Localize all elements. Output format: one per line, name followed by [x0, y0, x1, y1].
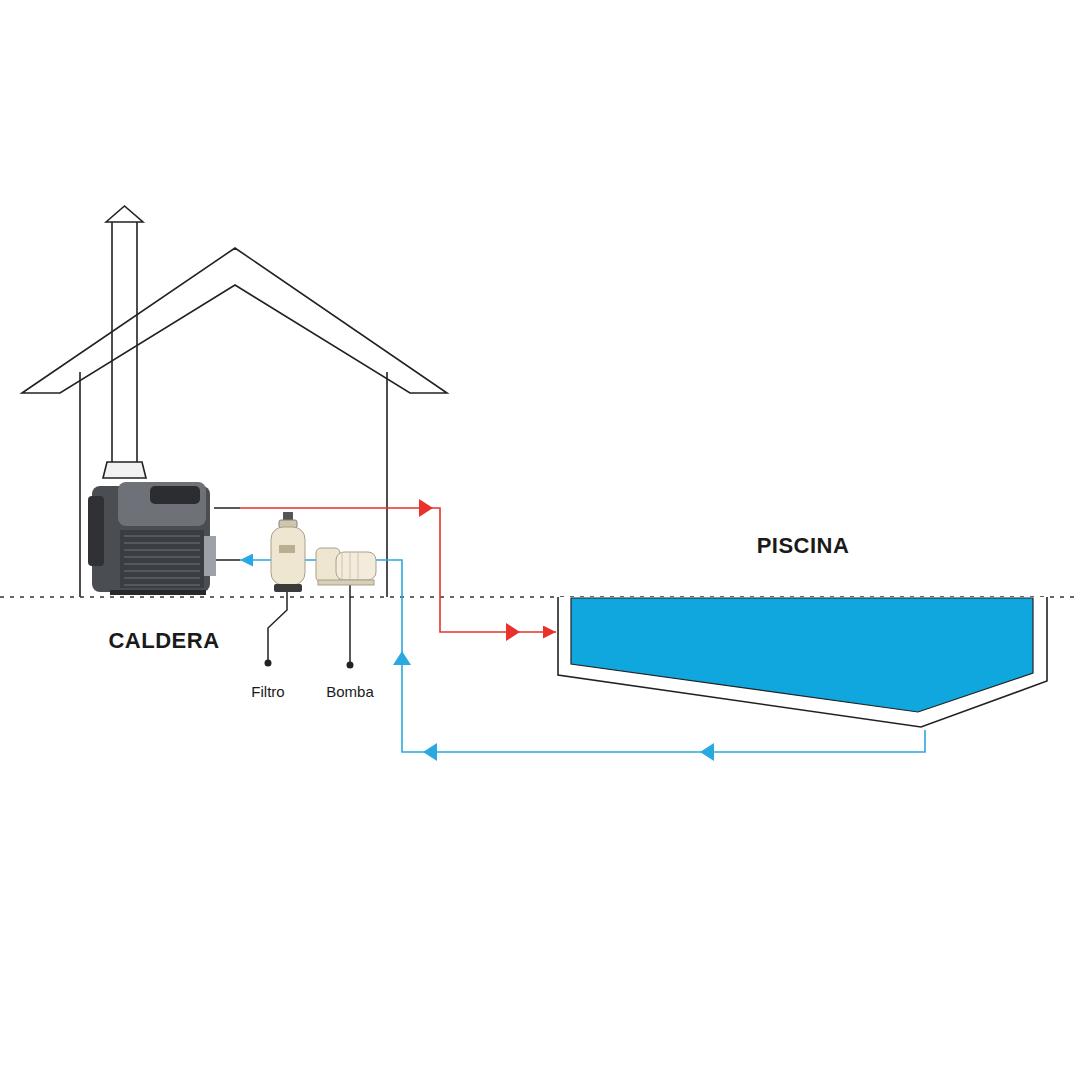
boiler-symbol — [124, 549, 200, 551]
boiler-symbol — [214, 508, 240, 560]
boiler-symbol — [124, 577, 200, 579]
house-outline — [106, 206, 143, 222]
pipe-connector — [240, 508, 556, 632]
house-outline — [22, 206, 447, 597]
flow-arrows — [700, 743, 714, 761]
boiler-symbol — [88, 482, 240, 595]
part-label: Filtro — [249, 683, 286, 700]
pool-node: PISCINA — [556, 525, 1050, 730]
boiler-symbol — [88, 496, 104, 566]
part-label: Bomba — [324, 683, 376, 700]
house-outline — [22, 248, 447, 393]
boiler-symbol — [124, 542, 200, 544]
boiler-symbol — [110, 590, 206, 595]
node-heading: CALDERA — [108, 628, 219, 654]
house-outline — [103, 462, 146, 478]
boiler-symbol — [150, 486, 200, 504]
boiler-symbol — [124, 535, 200, 537]
pump-symbol — [342, 552, 358, 580]
boiler-symbol — [124, 563, 200, 565]
boiler-symbol — [124, 584, 200, 586]
flow-arrows — [506, 623, 520, 641]
leader-lines — [268, 590, 287, 660]
flow-arrows — [393, 651, 411, 665]
leader-dots — [347, 662, 354, 669]
filter-symbol — [271, 527, 305, 585]
flow-arrows — [419, 499, 433, 517]
flow-arrows — [423, 743, 437, 761]
boiler-symbol — [204, 536, 216, 576]
boiler-symbol — [120, 530, 204, 588]
leader-dots — [265, 660, 354, 669]
boiler-symbol — [124, 570, 200, 572]
filter-symbol — [274, 584, 302, 592]
pump-symbol — [336, 552, 376, 580]
pump-symbol — [316, 548, 376, 585]
filter-symbol — [279, 545, 295, 553]
leader-lines — [268, 582, 350, 662]
leader-dots — [265, 660, 272, 667]
leader-lines — [349, 582, 351, 662]
boiler-symbol — [124, 556, 200, 558]
boiler-node: CALDERA — [88, 478, 240, 660]
boiler-symbol — [118, 482, 206, 526]
house-outline — [80, 372, 387, 597]
pump-symbol — [318, 580, 374, 585]
filter-symbol — [271, 512, 305, 592]
house-outline — [112, 222, 137, 462]
pool-basin — [558, 597, 1047, 727]
boiler-symbol — [92, 486, 210, 592]
pool-water — [571, 598, 1033, 712]
node-heading: PISCINA — [757, 533, 850, 559]
